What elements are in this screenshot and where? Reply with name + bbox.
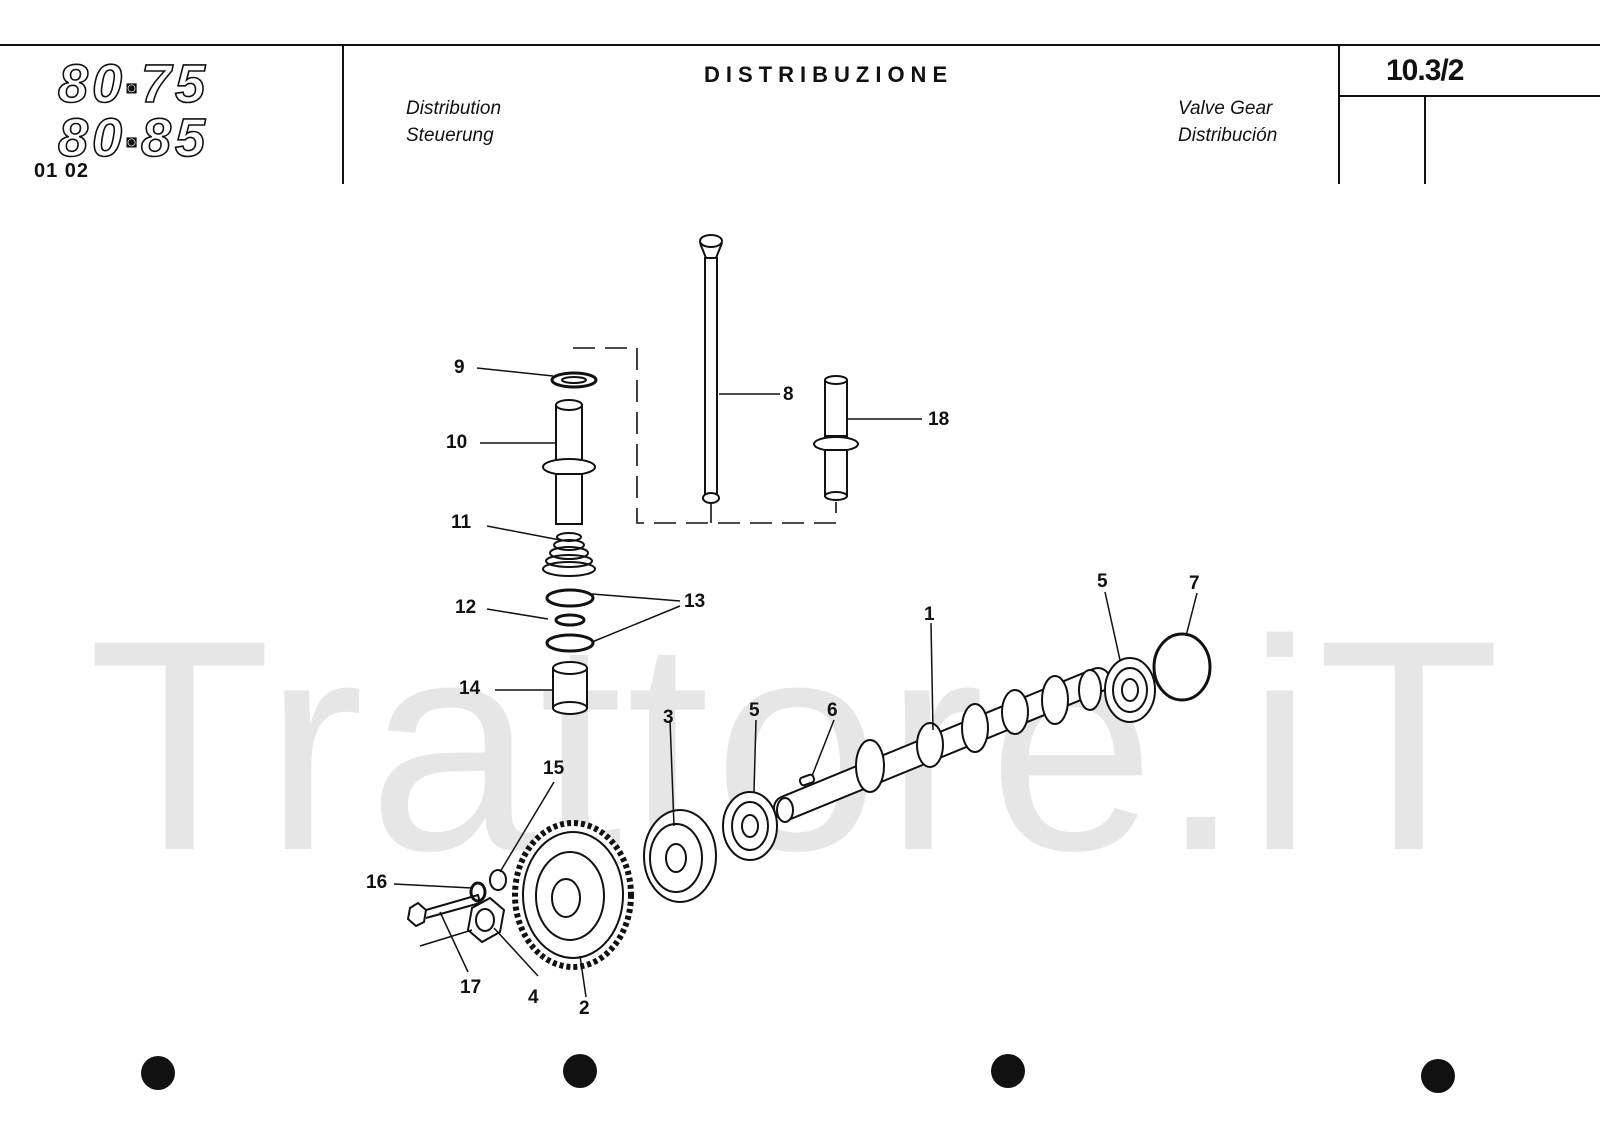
part-label-5-right: 5	[1097, 571, 1108, 592]
seal-icon: ◙	[126, 77, 141, 98]
part-label-6: 6	[827, 700, 838, 721]
model-code: 01 02	[34, 160, 90, 182]
page-number: 10.3/2	[1386, 54, 1464, 87]
camshaft	[773, 667, 1111, 823]
part-label-10: 10	[446, 432, 468, 453]
part-label-5-left: 5	[749, 700, 760, 721]
part-label-3: 3	[663, 707, 674, 728]
seal-icon: ◙	[126, 131, 141, 152]
bearing-5-left	[722, 791, 778, 861]
part-label-9: 9	[454, 357, 465, 378]
part-label-13: 13	[684, 591, 706, 612]
binder-hole-1	[141, 1056, 175, 1090]
watermark: Trattore.iT	[88, 577, 1505, 913]
binder-hole-3	[991, 1054, 1025, 1088]
part-label-14: 14	[459, 678, 481, 699]
model-logo-line-1: 80◙75	[57, 54, 210, 116]
part-label-18: 18	[928, 409, 950, 430]
model-1-suffix: 75	[140, 54, 210, 114]
part-label-1: 1	[924, 604, 935, 625]
bush-14	[552, 661, 588, 715]
page-title: DISTRIBUZIONE	[704, 62, 954, 87]
part-label-7: 7	[1189, 573, 1200, 594]
pageno-underline	[1338, 95, 1600, 97]
bearing-5-right	[1104, 657, 1156, 723]
part-label-12: 12	[455, 597, 477, 618]
part-label-2: 2	[579, 998, 590, 1019]
subtitle-de: Steuerung	[406, 125, 494, 146]
binder-hole-2	[563, 1054, 597, 1088]
timing-gear-2	[512, 820, 634, 970]
model-2-prefix: 80	[57, 108, 127, 168]
tappet-10	[542, 399, 596, 525]
header-top-rule	[0, 44, 1600, 46]
pageno-column-divider	[1424, 95, 1426, 184]
binder-hole-4	[1421, 1059, 1455, 1093]
model-1-prefix: 80	[57, 54, 127, 114]
part-label-8: 8	[783, 384, 794, 405]
model-logo-line-2: 80◙85	[57, 108, 210, 170]
part-label-17: 17	[460, 977, 482, 998]
part-label-11: 11	[451, 512, 472, 533]
subtitle-en-2: Valve Gear	[1178, 98, 1273, 119]
header-divider-left	[342, 44, 344, 184]
tappet-18	[813, 375, 859, 501]
model-2-suffix: 85	[140, 108, 210, 168]
part-label-16: 16	[366, 872, 388, 893]
part-label-15: 15	[543, 758, 565, 779]
header-divider-right	[1338, 44, 1340, 184]
flange-3	[643, 809, 717, 903]
subtitle-en: Distribution	[406, 98, 502, 119]
part-label-4: 4	[528, 987, 539, 1008]
push-rod	[699, 234, 723, 504]
spring-11	[542, 532, 596, 577]
subtitle-es: Distribución	[1178, 125, 1278, 146]
